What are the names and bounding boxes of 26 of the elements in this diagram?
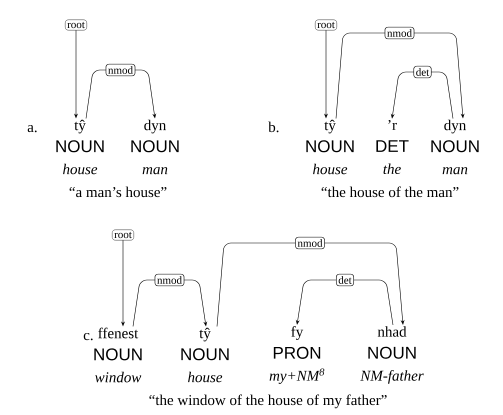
word-token: dyn NOUN man: [131, 120, 179, 174]
arc-arrow: [336, 32, 465, 119]
word-token: fy PRON my+NM$^{8}$: [270, 326, 324, 384]
word-token: tŷ NOUN house: [306, 120, 354, 174]
arc-arrow: [216, 242, 405, 327]
word-token: tŷ NOUN house: [56, 120, 104, 174]
translation-text: “the house of the man”: [322, 186, 458, 198]
word-token: ’r DET the: [376, 120, 409, 174]
edge-label: nmod: [106, 64, 136, 76]
item-letter: c.: [84, 332, 93, 340]
translation-text: “a man’s house”: [70, 186, 166, 198]
edge-label: nmod: [295, 236, 325, 250]
word-token: dyn NOUN man: [431, 120, 479, 174]
word-token: ffenest NOUN window: [94, 328, 142, 382]
edge-label: det: [336, 274, 354, 286]
edge-label: nmod: [154, 274, 184, 286]
word-token: nhad NOUN NM-father: [360, 326, 424, 384]
word-token: tŷ NOUN house: [181, 328, 229, 382]
translation-text: “the window of the house of my father”: [149, 394, 387, 408]
label-box: root: [112, 230, 134, 240]
label-box: root: [64, 20, 88, 30]
edge-label: det: [413, 66, 432, 78]
edge-label: nmod: [384, 26, 414, 40]
item-letter: b.: [268, 122, 278, 132]
label-box: root: [314, 20, 338, 30]
item-letter: a.: [28, 124, 37, 132]
